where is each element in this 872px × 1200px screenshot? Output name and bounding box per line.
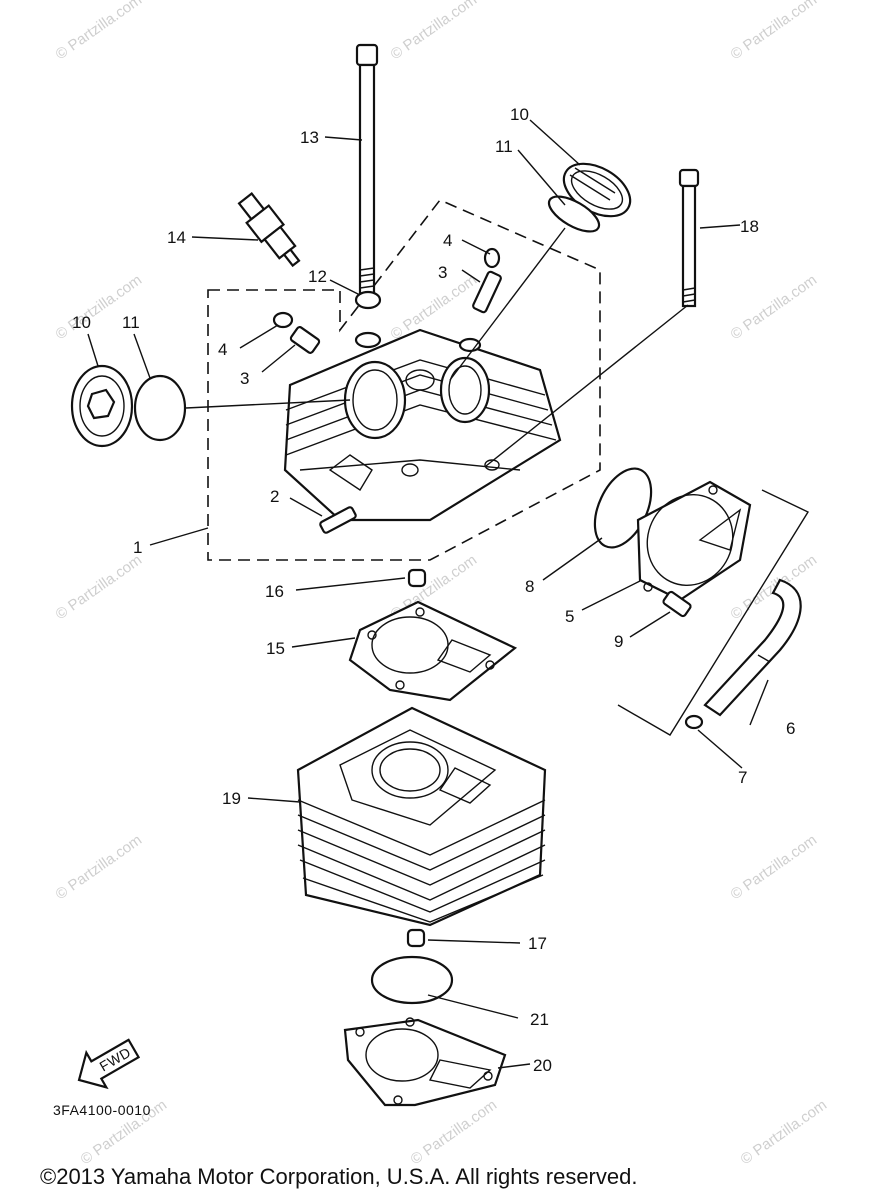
leader-lines [87, 119, 769, 1069]
watermark: © Partzilla.com [53, 0, 146, 63]
callout-15: 15 [266, 639, 285, 658]
callout-7: 7 [738, 768, 747, 787]
copyright-text: ©2013 Yamaha Motor Corporation, U.S.A. A… [40, 1164, 637, 1189]
plug-4-left [272, 311, 294, 329]
callout-12: 12 [308, 267, 327, 286]
fwd-arrow-icon: FWD [77, 1038, 141, 1090]
callout-11-left: 11 [122, 313, 140, 332]
callout-11-right: 11 [495, 137, 513, 156]
callout-21: 21 [530, 1010, 549, 1029]
o-ring-21 [370, 955, 454, 1005]
watermark: © Partzilla.com [408, 1096, 501, 1168]
callouts: 1 2 3 3 4 4 5 6 7 8 9 10 10 11 11 12 13 … [72, 105, 795, 1075]
callout-4-right: 4 [443, 231, 452, 250]
watermark: © Partzilla.com [53, 271, 146, 343]
callout-2: 2 [270, 487, 279, 506]
diagram-code: 3FA4100-0010 [53, 1102, 151, 1118]
watermark: © Partzilla.com [728, 551, 821, 623]
cap-10-left [70, 364, 134, 448]
clip-7 [684, 714, 704, 730]
callout-3-left: 3 [240, 369, 249, 388]
watermark: © Partzilla.com [53, 831, 146, 903]
base-gasket-20 [343, 1017, 507, 1107]
breather-hose-6 [703, 578, 802, 717]
washer-12 [354, 290, 382, 310]
head-assembly-outline [207, 199, 601, 561]
callout-10-right: 10 [510, 105, 529, 124]
head-gasket-15 [348, 600, 518, 702]
callout-8: 8 [525, 577, 534, 596]
stud-bolt-13 [355, 43, 379, 297]
watermark: © Partzilla.com [728, 0, 821, 63]
callout-13: 13 [300, 128, 319, 147]
callout-10-left: 10 [72, 313, 91, 332]
watermark: © Partzilla.com [388, 0, 481, 63]
callout-6: 6 [786, 719, 795, 738]
callout-5: 5 [565, 607, 574, 626]
breather-group-outline [617, 489, 810, 736]
breather-cover-5 [636, 480, 752, 602]
callout-17: 17 [528, 934, 547, 953]
callout-9: 9 [614, 632, 623, 651]
bolt-9 [662, 590, 692, 618]
watermark: © Partzilla.com [728, 271, 821, 343]
cylinder-19 [296, 706, 547, 927]
plug-4-right [483, 247, 501, 269]
callout-4-left: 4 [218, 340, 227, 359]
dowel-16 [407, 568, 427, 588]
watermark: © Partzilla.com [388, 271, 481, 343]
callout-19: 19 [222, 789, 241, 808]
spark-plug-14 [237, 192, 301, 268]
callout-20: 20 [533, 1056, 552, 1075]
stud-2 [319, 506, 357, 534]
dowel-17 [406, 928, 426, 948]
callout-3-right: 3 [438, 263, 447, 282]
bolt-3-right [472, 270, 502, 314]
bolt-3-left [289, 326, 321, 354]
watermark: © Partzilla.com [738, 1096, 831, 1168]
callout-18: 18 [740, 217, 759, 236]
callout-14: 14 [167, 228, 186, 247]
cylinder-head-1 [283, 328, 562, 522]
o-ring-11-right [547, 195, 601, 233]
callout-16: 16 [265, 582, 284, 601]
callout-1: 1 [133, 538, 142, 557]
watermark: © Partzilla.com [728, 831, 821, 903]
bolt-18 [678, 168, 700, 308]
watermark: © Partzilla.com [53, 551, 146, 623]
o-ring-11-left [133, 374, 187, 442]
